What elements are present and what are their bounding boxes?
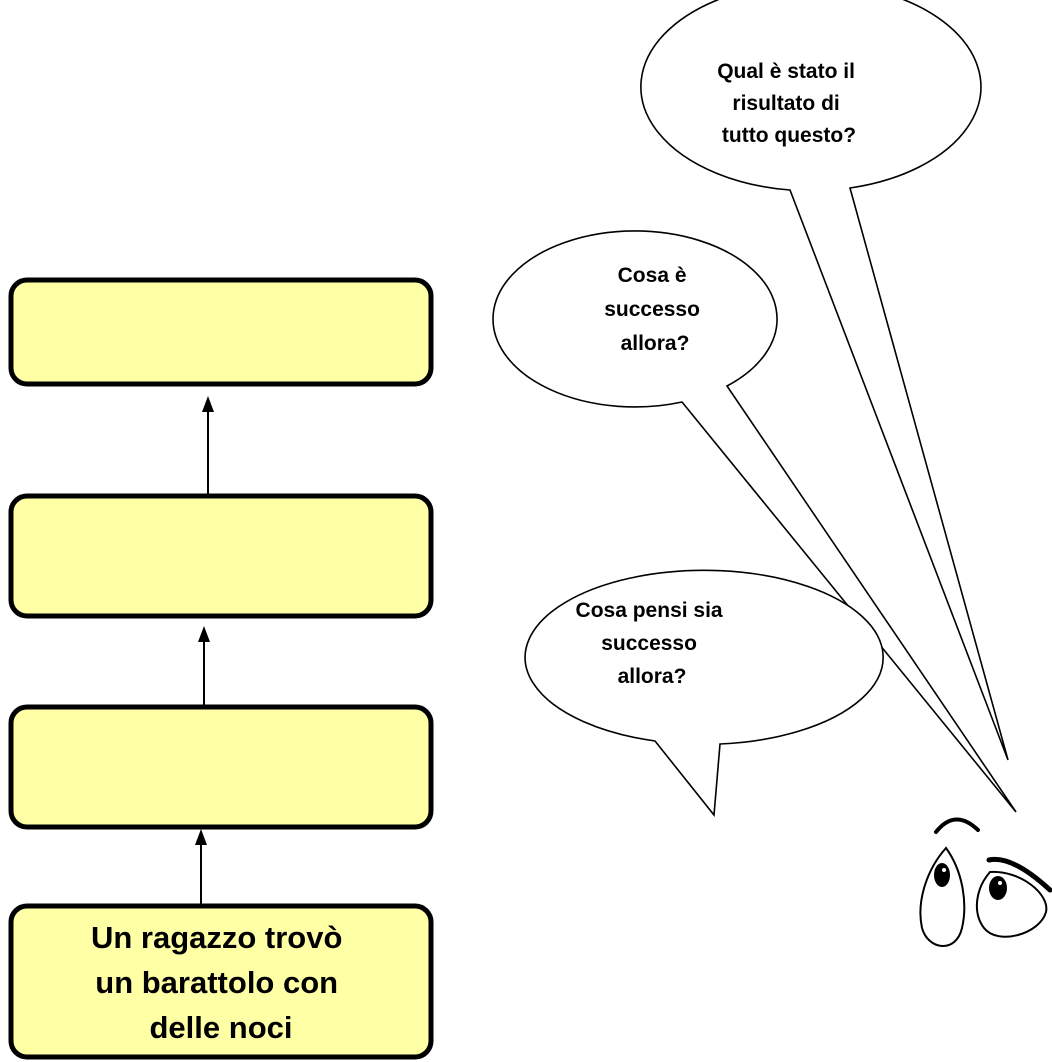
speech-bubble-result-line-1: Qual è stato il: [717, 60, 855, 83]
speech-bubble-result-text: Qual è stato il risultato di tutto quest…: [717, 60, 861, 147]
speech-bubble-result-line-2: risultato di: [732, 92, 839, 115]
speech-bubble-what-happened-line-1: Cosa è: [618, 264, 687, 287]
flow-box-start-line-2: un barattolo con: [95, 965, 338, 1000]
speech-bubble-what-do-you-think-line-2: successo: [601, 632, 697, 655]
speech-bubble-what-do-you-think-line-1: Cosa pensi sia: [576, 599, 723, 622]
thinking-eyes-icon: [919, 817, 1052, 947]
flow-box-start-line-1: Un ragazzo trovò: [91, 920, 342, 955]
flow-box-step-4: [8, 277, 434, 387]
speech-bubble-what-do-you-think-line-3: allora?: [618, 665, 687, 688]
flow-box-start-text: Un ragazzo trovò un barattolo con delle …: [91, 920, 351, 1045]
speech-bubble-what-do-you-think-text: Cosa pensi sia successo allora?: [576, 599, 729, 688]
flow-arrow-2: [198, 626, 210, 705]
speech-bubble-result-line-3: tutto questo?: [722, 124, 856, 147]
flow-box-step-2: [8, 704, 434, 830]
speech-bubble-what-do-you-think: [524, 569, 884, 818]
flow-arrow-1: [195, 829, 207, 904]
speech-bubble-what-happened-line-3: allora?: [621, 332, 690, 355]
speech-bubble-result: [640, 0, 1009, 761]
flow-box-start: [8, 903, 434, 1060]
flow-box-step-3: [8, 493, 434, 619]
speech-bubble-what-happened: [492, 230, 1017, 813]
speech-bubble-what-happened-line-2: successo: [604, 298, 700, 321]
speech-bubble-what-happened-text: Cosa è successo allora?: [604, 264, 706, 355]
flow-arrow-3: [202, 396, 214, 494]
flow-box-start-line-3: delle noci: [150, 1010, 293, 1045]
